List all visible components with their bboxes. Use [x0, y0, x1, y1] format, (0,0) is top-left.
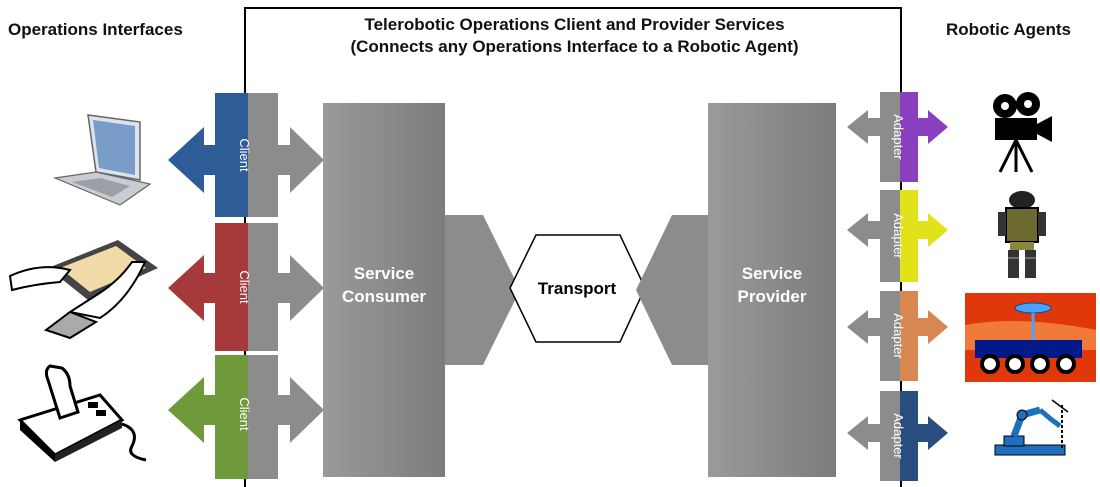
robot-icon: [998, 191, 1046, 278]
service-consumer-block: Service Consumer: [323, 103, 520, 477]
joystick-icon: [17, 364, 147, 462]
rover-icon: [965, 293, 1096, 382]
adapter-1: Adapter: [847, 92, 948, 182]
diagram-title: Telerobotic Operations Client and Provid…: [247, 14, 902, 58]
title-line-2: (Connects any Operations Interface to a …: [350, 37, 799, 56]
client-3: Client: [168, 355, 324, 479]
robotic-agents-header: Robotic Agents: [946, 20, 1071, 39]
service-provider-label-2: Provider: [738, 287, 807, 306]
transport-label: Transport: [538, 279, 617, 298]
service-consumer-label-1: Service: [354, 264, 415, 283]
adapter-4: Adapter: [847, 391, 948, 481]
title-line-1: Telerobotic Operations Client and Provid…: [364, 15, 785, 34]
adapter-2-label: Adapter: [891, 213, 906, 259]
laptop-icon: [52, 114, 152, 206]
adapter-3-label: Adapter: [891, 313, 906, 359]
transport-block: Transport: [509, 234, 646, 343]
service-provider-block: Service Provider: [636, 103, 836, 477]
service-consumer-label-2: Consumer: [342, 287, 426, 306]
operations-interfaces-header: Operations Interfaces: [8, 20, 183, 39]
adapter-2: Adapter: [847, 190, 948, 282]
adapter-4-label: Adapter: [891, 413, 906, 459]
service-provider-label-1: Service: [742, 264, 803, 283]
adapter-1-label: Adapter: [891, 114, 906, 160]
drawing-tablet-icon: [8, 240, 158, 340]
client-1: Client: [168, 93, 324, 217]
client-2-label: Client: [237, 270, 252, 304]
client-2: Client: [168, 223, 324, 351]
client-1-label: Client: [237, 138, 252, 172]
movie-camera-icon: [993, 92, 1052, 173]
adapter-3: Adapter: [847, 291, 948, 381]
client-3-label: Client: [237, 397, 252, 431]
robot-arm-icon: [994, 399, 1069, 456]
